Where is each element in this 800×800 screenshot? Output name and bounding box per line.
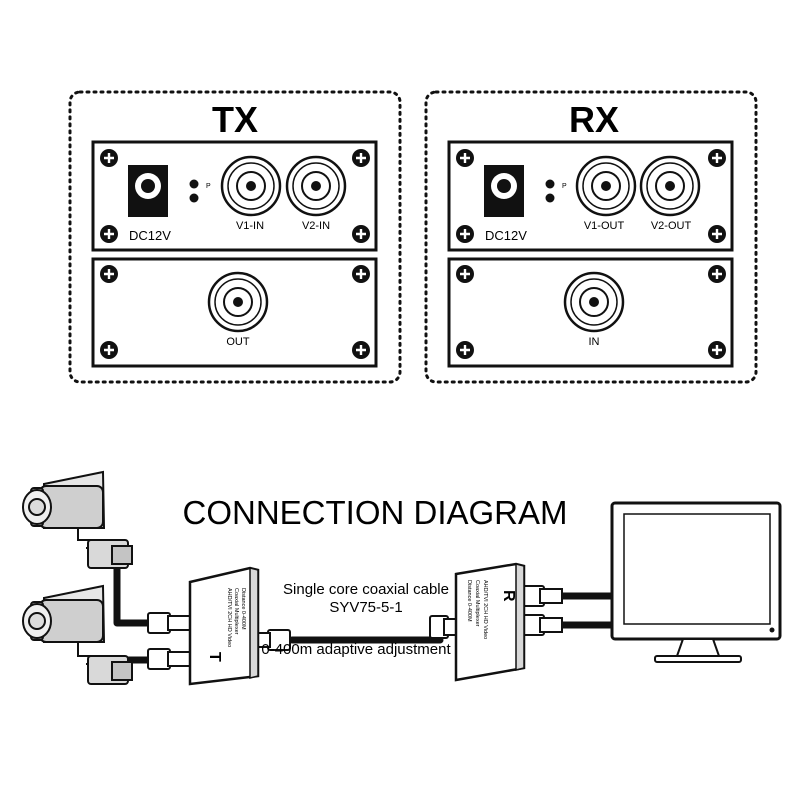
rx-led-label: P xyxy=(562,183,567,190)
led-indicator-icon xyxy=(545,179,555,203)
rx-module: RX DC12V P V1-O xyxy=(424,90,758,384)
tx-led-label: P xyxy=(206,183,211,190)
r-unit-letter: R xyxy=(500,590,517,602)
t-unit-letter: T xyxy=(206,652,223,662)
bnc-connector-icon xyxy=(639,155,701,217)
screw-icon xyxy=(456,149,474,167)
screw-icon xyxy=(100,149,118,167)
t-unit-text-1: AHD/TVI 2CH HD Video xyxy=(226,588,232,647)
r-unit-text-1: AHD/TVI 2CH HD Video xyxy=(482,580,488,639)
bnc-plug-icon xyxy=(147,648,191,670)
distance-adjust-label: 0-400m adaptive adjustment xyxy=(261,641,451,658)
bnc-connector-icon xyxy=(220,155,282,217)
tx-out-label: OUT xyxy=(226,336,250,348)
bnc-plug-icon xyxy=(521,585,563,607)
t-unit-text-3: Distance 0-400M xyxy=(240,588,246,630)
dc-power-jack-icon xyxy=(128,165,168,217)
tx-port-a-label: V1-IN xyxy=(236,220,264,232)
led-indicator-icon xyxy=(189,179,199,203)
screw-icon xyxy=(352,149,370,167)
cable-type-label: Single core coaxial cable xyxy=(283,581,449,598)
rx-dc-label: DC12V xyxy=(485,228,527,243)
screw-icon xyxy=(456,265,474,283)
tx-bottom-panel: OUT xyxy=(91,257,378,368)
bnc-connector-icon xyxy=(207,271,269,333)
bnc-plug-icon xyxy=(521,614,563,636)
screw-icon xyxy=(352,341,370,359)
cctv-camera-icon xyxy=(22,584,133,685)
tx-dc-label: DC12V xyxy=(129,228,171,243)
screw-icon xyxy=(708,225,726,243)
screw-icon xyxy=(352,225,370,243)
bnc-connector-icon xyxy=(575,155,637,217)
connection-diagram-title: CONNECTION DIAGRAM xyxy=(182,494,567,531)
tx-port-b-label: V2-IN xyxy=(302,220,330,232)
screw-icon xyxy=(456,341,474,359)
bnc-plug-icon xyxy=(147,612,191,634)
rx-in-label: IN xyxy=(589,336,600,348)
r-unit-text-3: Distance 0-400M xyxy=(466,580,472,622)
tx-title: TX xyxy=(212,99,258,140)
tx-dotted-frame xyxy=(68,90,402,384)
cctv-camera-icon xyxy=(22,470,133,569)
rx-title: RX xyxy=(569,99,619,140)
r-receiver-unit: R AHD/TVI 2CH HD Video Coaxial Multiplex… xyxy=(454,562,526,682)
monitor-icon xyxy=(610,501,782,663)
screw-icon xyxy=(100,225,118,243)
r-unit-text-2: Coaxial Multiplexer xyxy=(474,580,480,627)
bnc-plug-icon xyxy=(429,615,459,639)
camera1-cable xyxy=(113,561,154,627)
t-unit-text-2: Coaxial Multiplexer xyxy=(233,588,239,635)
screw-icon xyxy=(456,225,474,243)
dc-power-jack-icon xyxy=(484,165,524,217)
cable-model-label: SYV75-5-1 xyxy=(329,599,402,616)
tx-module: TX DC12V P V1-I xyxy=(68,90,402,384)
tx-top-panel: DC12V P V1-IN V2-IN xyxy=(91,140,378,252)
rx-dotted-frame xyxy=(424,90,758,384)
rx-bottom-panel: IN xyxy=(447,257,734,368)
screw-icon xyxy=(100,341,118,359)
bnc-connector-icon xyxy=(285,155,347,217)
screw-icon xyxy=(708,341,726,359)
rx-port-a-label: V1-OUT xyxy=(584,220,625,232)
t-transmitter-unit: T AHD/TVI 2CH HD Video Coaxial Multiplex… xyxy=(188,566,260,686)
screw-icon xyxy=(100,265,118,283)
screw-icon xyxy=(352,265,370,283)
bnc-connector-icon xyxy=(563,271,625,333)
rx-top-panel: DC12V P V1-OUT V2-OUT xyxy=(447,140,734,252)
rx-port-b-label: V2-OUT xyxy=(651,220,692,232)
screw-icon xyxy=(708,149,726,167)
screw-icon xyxy=(708,265,726,283)
bnc-plug-icon xyxy=(255,629,291,651)
